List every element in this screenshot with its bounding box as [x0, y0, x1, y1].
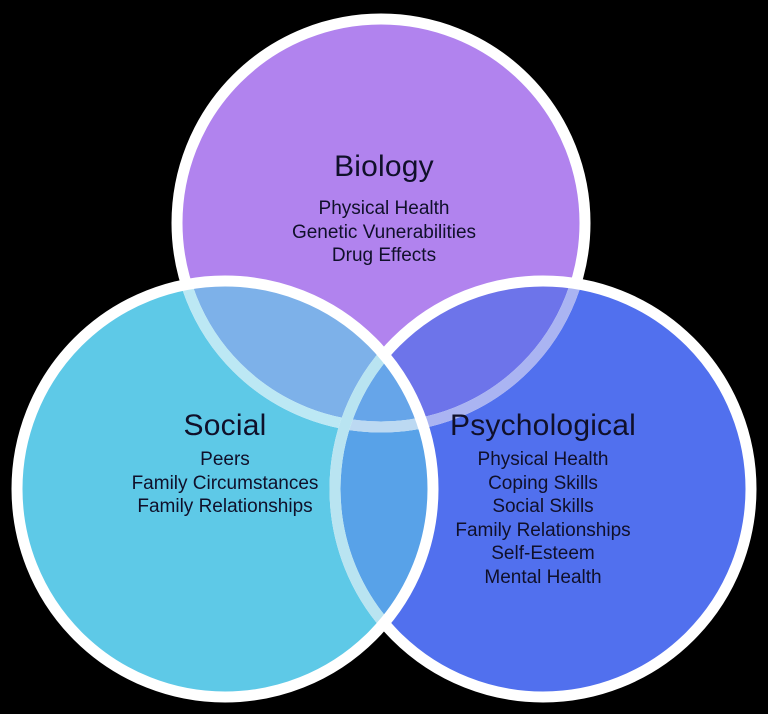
- biology-item: Physical Health: [318, 198, 450, 219]
- social-heading: Social: [183, 409, 267, 442]
- biology-items: Physical Health Genetic Vunerabilities D…: [204, 197, 564, 268]
- psychological-item: Coping Skills: [488, 472, 598, 494]
- psychological-item: Physical Health: [477, 449, 609, 470]
- social-item: Family Circumstances: [131, 472, 319, 494]
- biology-item: Drug Effects: [331, 245, 437, 266]
- psychological-items: Physical Health Coping Skills Social Ski…: [363, 448, 723, 589]
- biology-label-block: Biology Physical Health Genetic Vunerabi…: [204, 150, 564, 268]
- social-item: Peers: [200, 449, 250, 470]
- biology-item: Genetic Vunerabilities: [291, 221, 477, 243]
- biology-heading: Biology: [334, 150, 434, 183]
- psychological-item: Self-Esteem: [491, 543, 595, 564]
- psychological-item: Mental Health: [484, 566, 602, 588]
- psychological-item: Social Skills: [492, 496, 594, 517]
- psychological-heading: Psychological: [449, 409, 637, 442]
- social-item: Family Relationships: [137, 496, 313, 517]
- social-items: Peers Family Circumstances Family Relati…: [45, 448, 405, 519]
- psychological-item: Family Relationships: [455, 519, 631, 541]
- psychological-label-block: Psychological Physical Health Coping Ski…: [363, 409, 723, 589]
- social-label-block: Social Peers Family Circumstances Family…: [45, 409, 405, 519]
